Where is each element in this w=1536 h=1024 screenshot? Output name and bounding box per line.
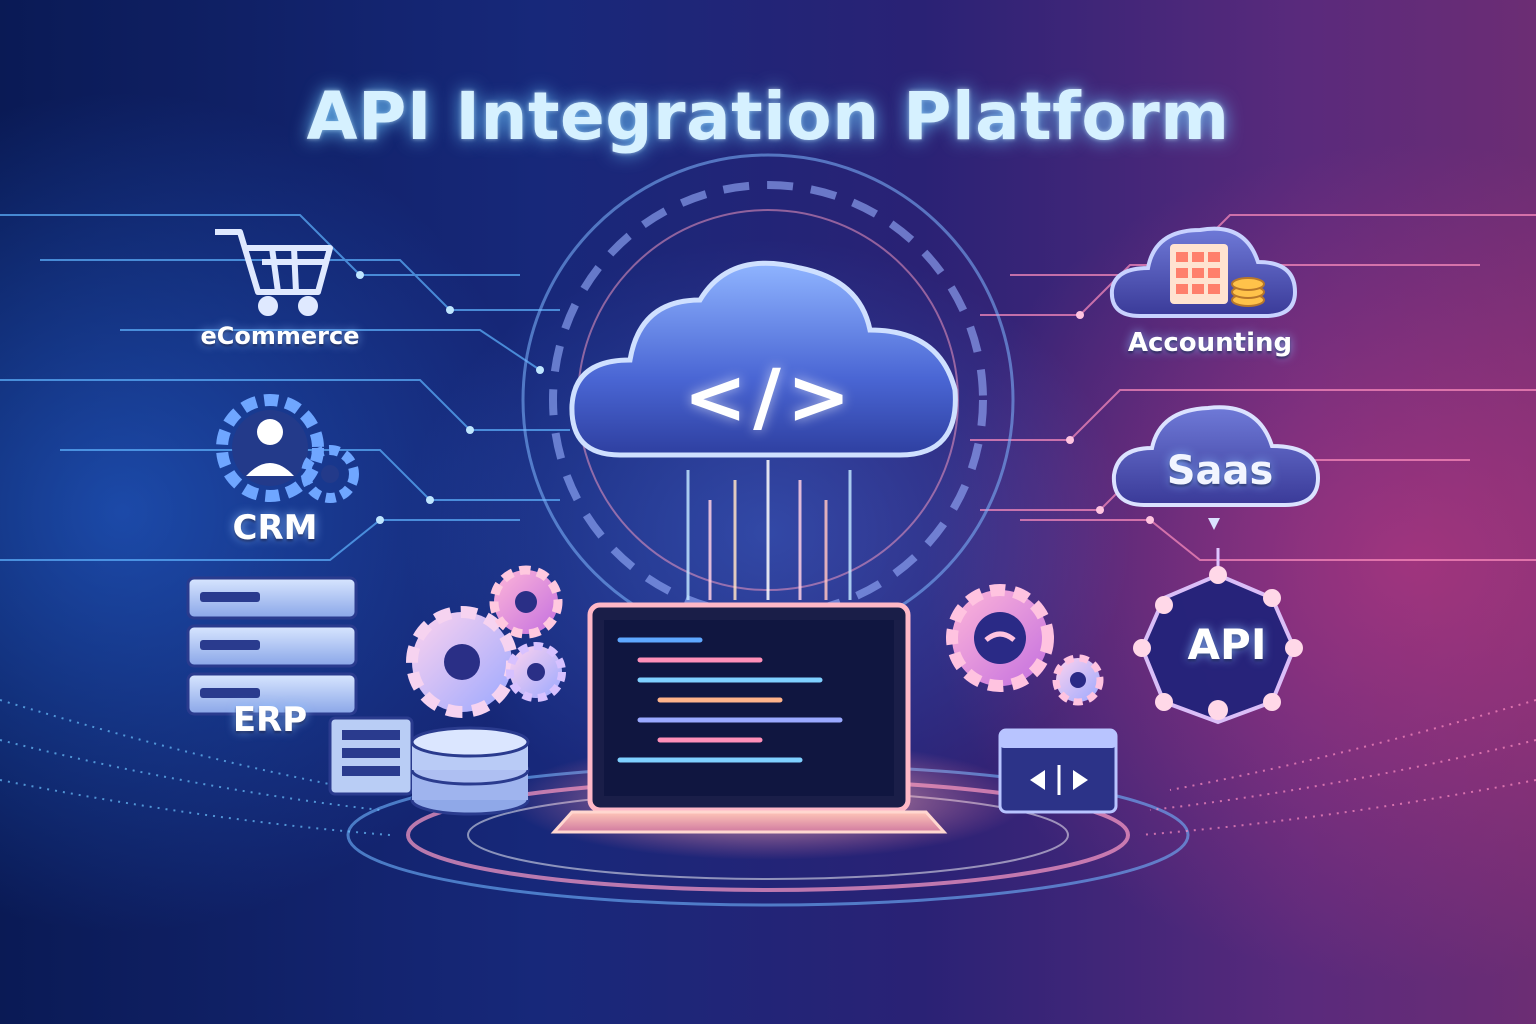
api-label: API bbox=[1187, 620, 1267, 669]
crm-label: CRM bbox=[232, 508, 318, 548]
data-transfer-window-icon bbox=[998, 728, 1118, 814]
laptop-icon bbox=[550, 602, 948, 834]
api-network-icon bbox=[1133, 548, 1303, 725]
ecommerce-label: eCommerce bbox=[200, 322, 360, 350]
shopping-cart-icon bbox=[215, 229, 333, 316]
gears-icon bbox=[406, 565, 566, 718]
database-icon bbox=[410, 726, 530, 816]
server-rack-icon bbox=[186, 576, 358, 716]
phone-gear-icon bbox=[946, 584, 1104, 706]
page-title: API Integration Platform bbox=[306, 78, 1230, 155]
calculator-coins-icon bbox=[1109, 226, 1298, 318]
saas-label: Saas bbox=[1166, 448, 1274, 494]
saas-cloud-icon bbox=[1111, 405, 1321, 530]
user-gear-icon bbox=[216, 394, 359, 503]
code-symbol: </> bbox=[683, 352, 857, 441]
cloud-code-icon bbox=[569, 260, 958, 458]
accounting-label: Accounting bbox=[1127, 328, 1293, 358]
server-panel-icon bbox=[328, 716, 414, 796]
erp-label: ERP bbox=[232, 700, 308, 740]
